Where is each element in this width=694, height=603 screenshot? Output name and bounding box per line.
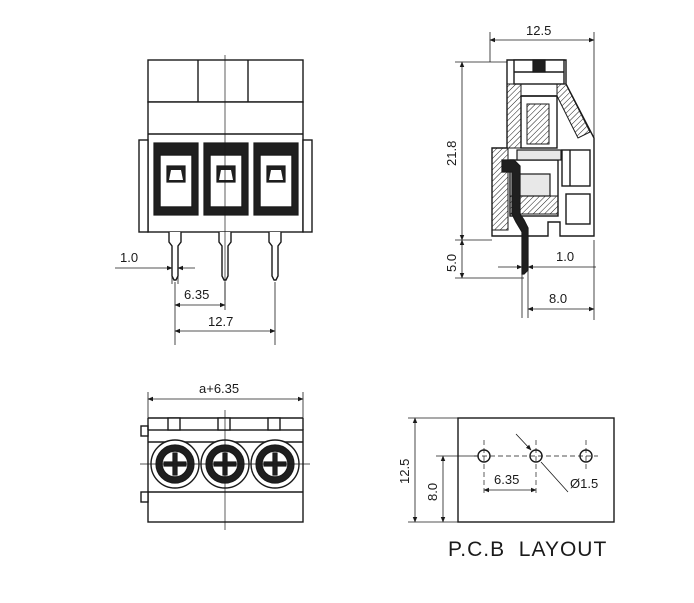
dim-pin-width: 1.0	[120, 250, 138, 265]
dim-pcb-pitch: 6.35	[494, 472, 519, 487]
pcb-outline	[457, 417, 615, 523]
pcb-layout-title: P.C.B LAYOUT	[448, 538, 607, 561]
dim-pins-span: 12.7	[208, 314, 233, 329]
front-view: 1.0 6.35 12.7	[115, 55, 313, 345]
dim-hole-diameter: Ø1.5	[570, 476, 598, 491]
dim-top-length: a+6.35	[199, 381, 239, 396]
dim-side-width: 12.5	[526, 23, 551, 38]
dim-pin-pitch: 6.35	[184, 287, 209, 302]
front-top-cap	[147, 59, 304, 103]
pcb-layout: 6.35 Ø1.5 12.5 8.0	[397, 417, 615, 523]
side-view: 12.5 21.8 5.0	[444, 23, 596, 320]
front-wire-entry-3	[253, 142, 299, 216]
dim-side-height: 21.8	[444, 141, 459, 166]
side-screw-thread	[526, 103, 550, 145]
front-wire-entry-1	[153, 142, 199, 216]
front-wire-entry-2	[203, 142, 249, 216]
dim-side-pin-width: 1.0	[556, 249, 574, 264]
dim-pin-length: 5.0	[444, 254, 459, 272]
dim-pcb-row: 8.0	[425, 483, 440, 501]
side-pin	[501, 159, 529, 275]
dim-pcb-height: 12.5	[397, 459, 412, 484]
top-view: a+6.35	[140, 381, 310, 530]
dim-side-offset: 8.0	[549, 291, 567, 306]
